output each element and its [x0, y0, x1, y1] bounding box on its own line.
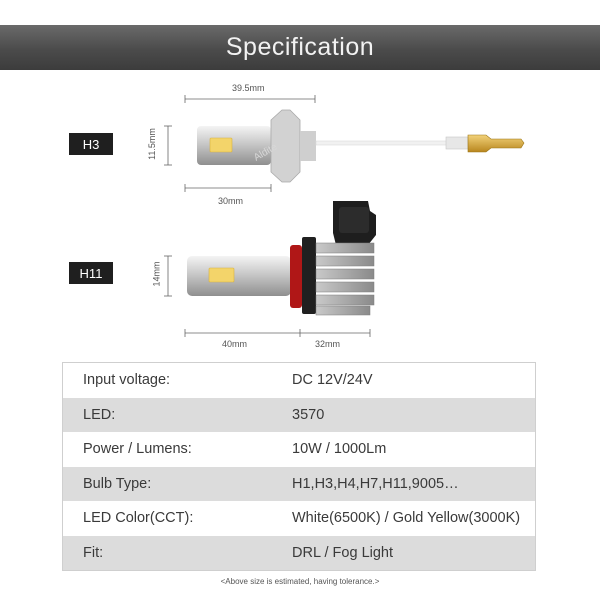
h11-led-chip	[208, 267, 235, 283]
h3-bulb	[197, 109, 525, 183]
spec-row-input-voltage: Input voltage: DC 12V/24V	[63, 363, 535, 398]
h11-type-tag: H11	[69, 262, 113, 284]
h11-dimension-lines	[164, 255, 371, 337]
spec-row-power-lumens: Power / Lumens: 10W / 1000Lm	[63, 432, 535, 467]
spec-value: DRL / Fog Light	[292, 544, 394, 561]
spec-row-led-color: LED Color(CCT): White(6500K) / Gold Yell…	[63, 501, 535, 536]
bulb-dimension-diagram: H3 H11	[0, 75, 600, 360]
spec-label: Power / Lumens:	[83, 441, 192, 458]
spec-value: 3570	[292, 406, 325, 423]
spec-row-fit: Fit: DRL / Fog Light	[63, 535, 535, 570]
page-title: Specification	[225, 33, 375, 61]
h3-length-bottom-label: 30mm	[218, 196, 244, 206]
h3-wire	[315, 140, 451, 146]
spec-label: Input voltage:	[83, 372, 171, 389]
h3-height-label: 11.5mm	[146, 128, 157, 160]
spec-value: DC 12V/24V	[292, 372, 373, 389]
h3-length-top-label: 39.5mm	[232, 83, 265, 93]
h3-type-tag: H3	[69, 133, 113, 155]
h3-dimension-lines	[164, 95, 316, 192]
h11-heatsink-fins	[315, 242, 375, 316]
spec-value: White(6500K) / Gold Yellow(3000K)	[292, 510, 521, 527]
spec-label: LED Color(CCT):	[83, 510, 194, 527]
h11-length-rear-label: 32mm	[315, 339, 341, 349]
spec-row-bulb-type: Bulb Type: H1,H3,H4,H7,H11,9005…	[63, 466, 535, 501]
spec-row-led: LED: 3570	[63, 397, 535, 432]
spec-label: LED:	[83, 406, 116, 423]
h3-led-chip	[209, 137, 233, 153]
h11-height-label: 14mm	[151, 261, 162, 287]
specification-table: Input voltage: DC 12V/24V LED: 3570 Powe…	[62, 362, 536, 571]
spec-label: Fit:	[83, 544, 104, 561]
h11-length-front-label: 40mm	[222, 339, 248, 349]
h3-connector-tab	[467, 134, 525, 153]
h11-red-gasket	[290, 245, 302, 308]
h3-type-label: H3	[82, 136, 100, 152]
tolerance-footnote: <Above size is estimated, having toleran…	[220, 577, 380, 586]
spec-label: Bulb Type:	[83, 475, 152, 492]
bulb-illustrations: Aldite	[164, 95, 525, 337]
spec-value: H1,H3,H4,H7,H11,9005…	[292, 475, 459, 492]
h11-bulb	[187, 201, 376, 316]
specification-banner: Specification	[0, 25, 600, 70]
spec-value: 10W / 1000Lm	[292, 441, 387, 458]
h11-type-label: H11	[79, 265, 103, 281]
